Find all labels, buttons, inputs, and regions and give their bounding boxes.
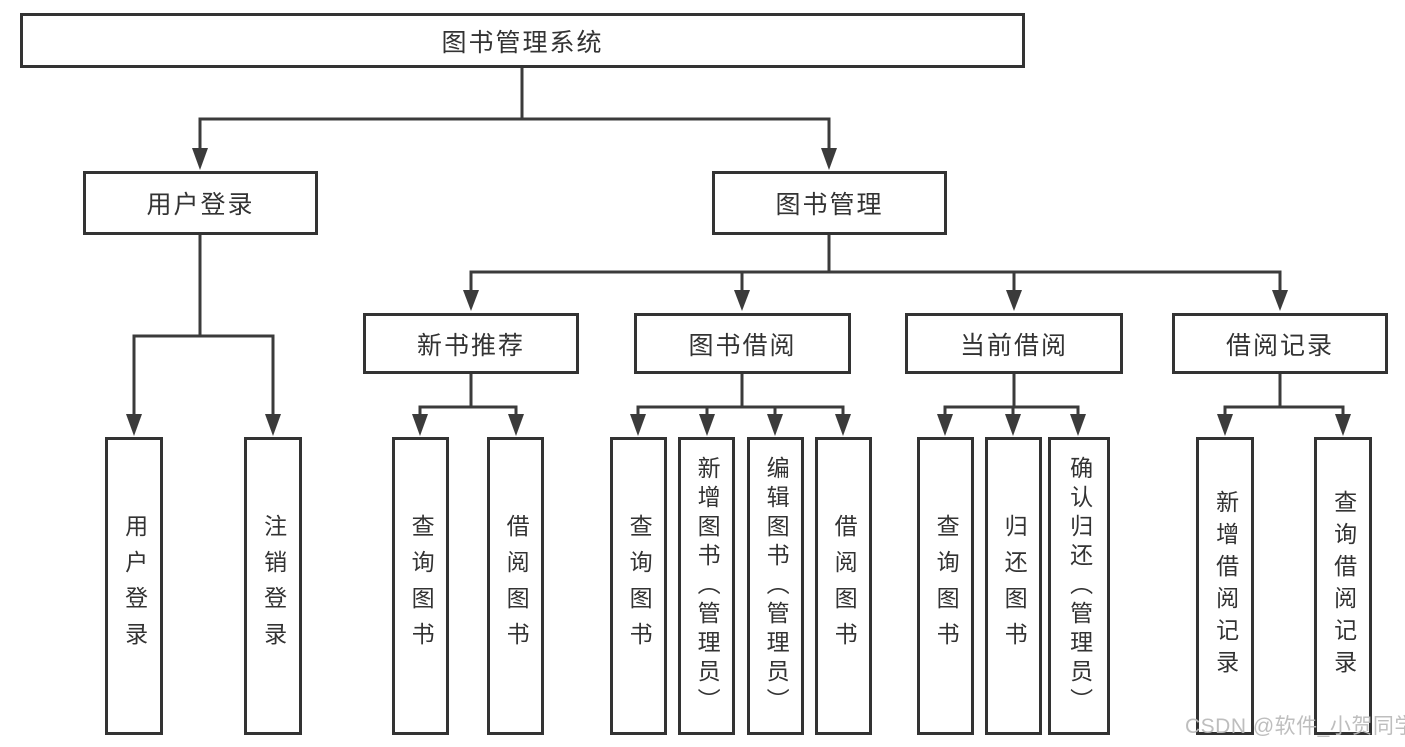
node-borrowing-records: 借阅记录: [1172, 313, 1388, 374]
arrowhead: [835, 414, 851, 436]
leaf-user-login: 用户登录: [105, 437, 163, 735]
leaf-borrow-books-recommend: 借阅图书: [487, 437, 544, 735]
arrowhead: [767, 414, 783, 436]
leaf-label: 借阅图书: [831, 514, 858, 658]
node-current-borrowing: 当前借阅: [905, 313, 1123, 374]
node-label: 用户登录: [146, 191, 255, 219]
arrowhead: [1070, 414, 1086, 436]
arrowhead: [1217, 414, 1233, 436]
arrowhead: [734, 290, 750, 311]
arrowhead: [265, 414, 281, 436]
connector-user-login-children: [126, 232, 281, 436]
arrowhead: [699, 414, 715, 436]
connector-new-book-rec-children: [412, 370, 524, 436]
leaf-logout: 注销登录: [244, 437, 302, 735]
leaf-label: 归还图书: [1001, 514, 1028, 658]
arrowhead: [508, 414, 524, 436]
node-label: 当前借阅: [959, 331, 1068, 360]
leaf-confirm-return-admin: 确认归还（管理员）: [1048, 437, 1110, 735]
connector-book-management-children: [463, 232, 1288, 311]
leaf-label: 查询图书: [408, 514, 435, 658]
arrowhead: [126, 414, 142, 436]
node-label: 图书管理系统: [441, 28, 604, 57]
leaf-add-books-admin: 新增图书（管理员）: [678, 437, 735, 735]
connector-current-borrowing-children: [937, 370, 1086, 436]
node-book-management: 图书管理: [712, 171, 947, 235]
arrowhead: [937, 414, 953, 436]
node-label: 图书借阅: [688, 331, 797, 360]
arrowhead: [412, 414, 428, 436]
leaf-label: 确认归还（管理员）: [1066, 455, 1093, 717]
arrowhead: [463, 290, 479, 311]
node-library-management-system: 图书管理系统: [20, 13, 1025, 68]
leaf-label: 注销登录: [260, 514, 287, 658]
arrowhead: [1272, 290, 1288, 311]
connector-root-to-level2: [192, 65, 837, 170]
leaf-label: 用户登录: [121, 514, 148, 658]
node-label: 新书推荐: [416, 331, 525, 360]
arrowhead: [1335, 414, 1351, 436]
watermark: CSDN @软件_小贺同学: [1185, 715, 1405, 738]
leaf-query-books-borrowing: 查询图书: [610, 437, 667, 735]
leaf-return-books: 归还图书: [985, 437, 1042, 735]
leaf-label: 查询图书: [626, 514, 653, 658]
arrowhead: [1006, 290, 1022, 311]
leaf-query-books-recommend: 查询图书: [392, 437, 449, 735]
leaf-label: 新增图书（管理员）: [694, 455, 721, 717]
connector-book-borrowing-children: [630, 370, 851, 436]
leaf-label: 查询图书: [933, 514, 960, 658]
leaf-edit-books-admin: 编辑图书（管理员）: [747, 437, 804, 735]
leaf-add-borrow-record: 新增借阅记录: [1196, 437, 1254, 735]
leaf-label: 编辑图书（管理员）: [763, 455, 790, 717]
leaf-label: 新增借阅记录: [1212, 490, 1239, 682]
leaf-label: 查询借阅记录: [1330, 490, 1357, 682]
leaf-query-borrow-record: 查询借阅记录: [1314, 437, 1372, 735]
leaf-borrow-books-borrowing: 借阅图书: [815, 437, 872, 735]
arrowhead: [630, 414, 646, 436]
node-label: 借阅记录: [1225, 331, 1334, 360]
leaf-query-books-current: 查询图书: [917, 437, 974, 735]
arrowhead: [1005, 414, 1021, 436]
node-user-login: 用户登录: [83, 171, 318, 235]
node-label: 图书管理: [775, 191, 884, 219]
leaf-label: 借阅图书: [503, 514, 530, 658]
arrowhead: [821, 148, 837, 170]
node-new-book-recommendation: 新书推荐: [363, 313, 579, 374]
connector-borrowing-records-children: [1217, 370, 1351, 436]
node-book-borrowing: 图书借阅: [634, 313, 851, 374]
arrowhead: [192, 148, 208, 170]
